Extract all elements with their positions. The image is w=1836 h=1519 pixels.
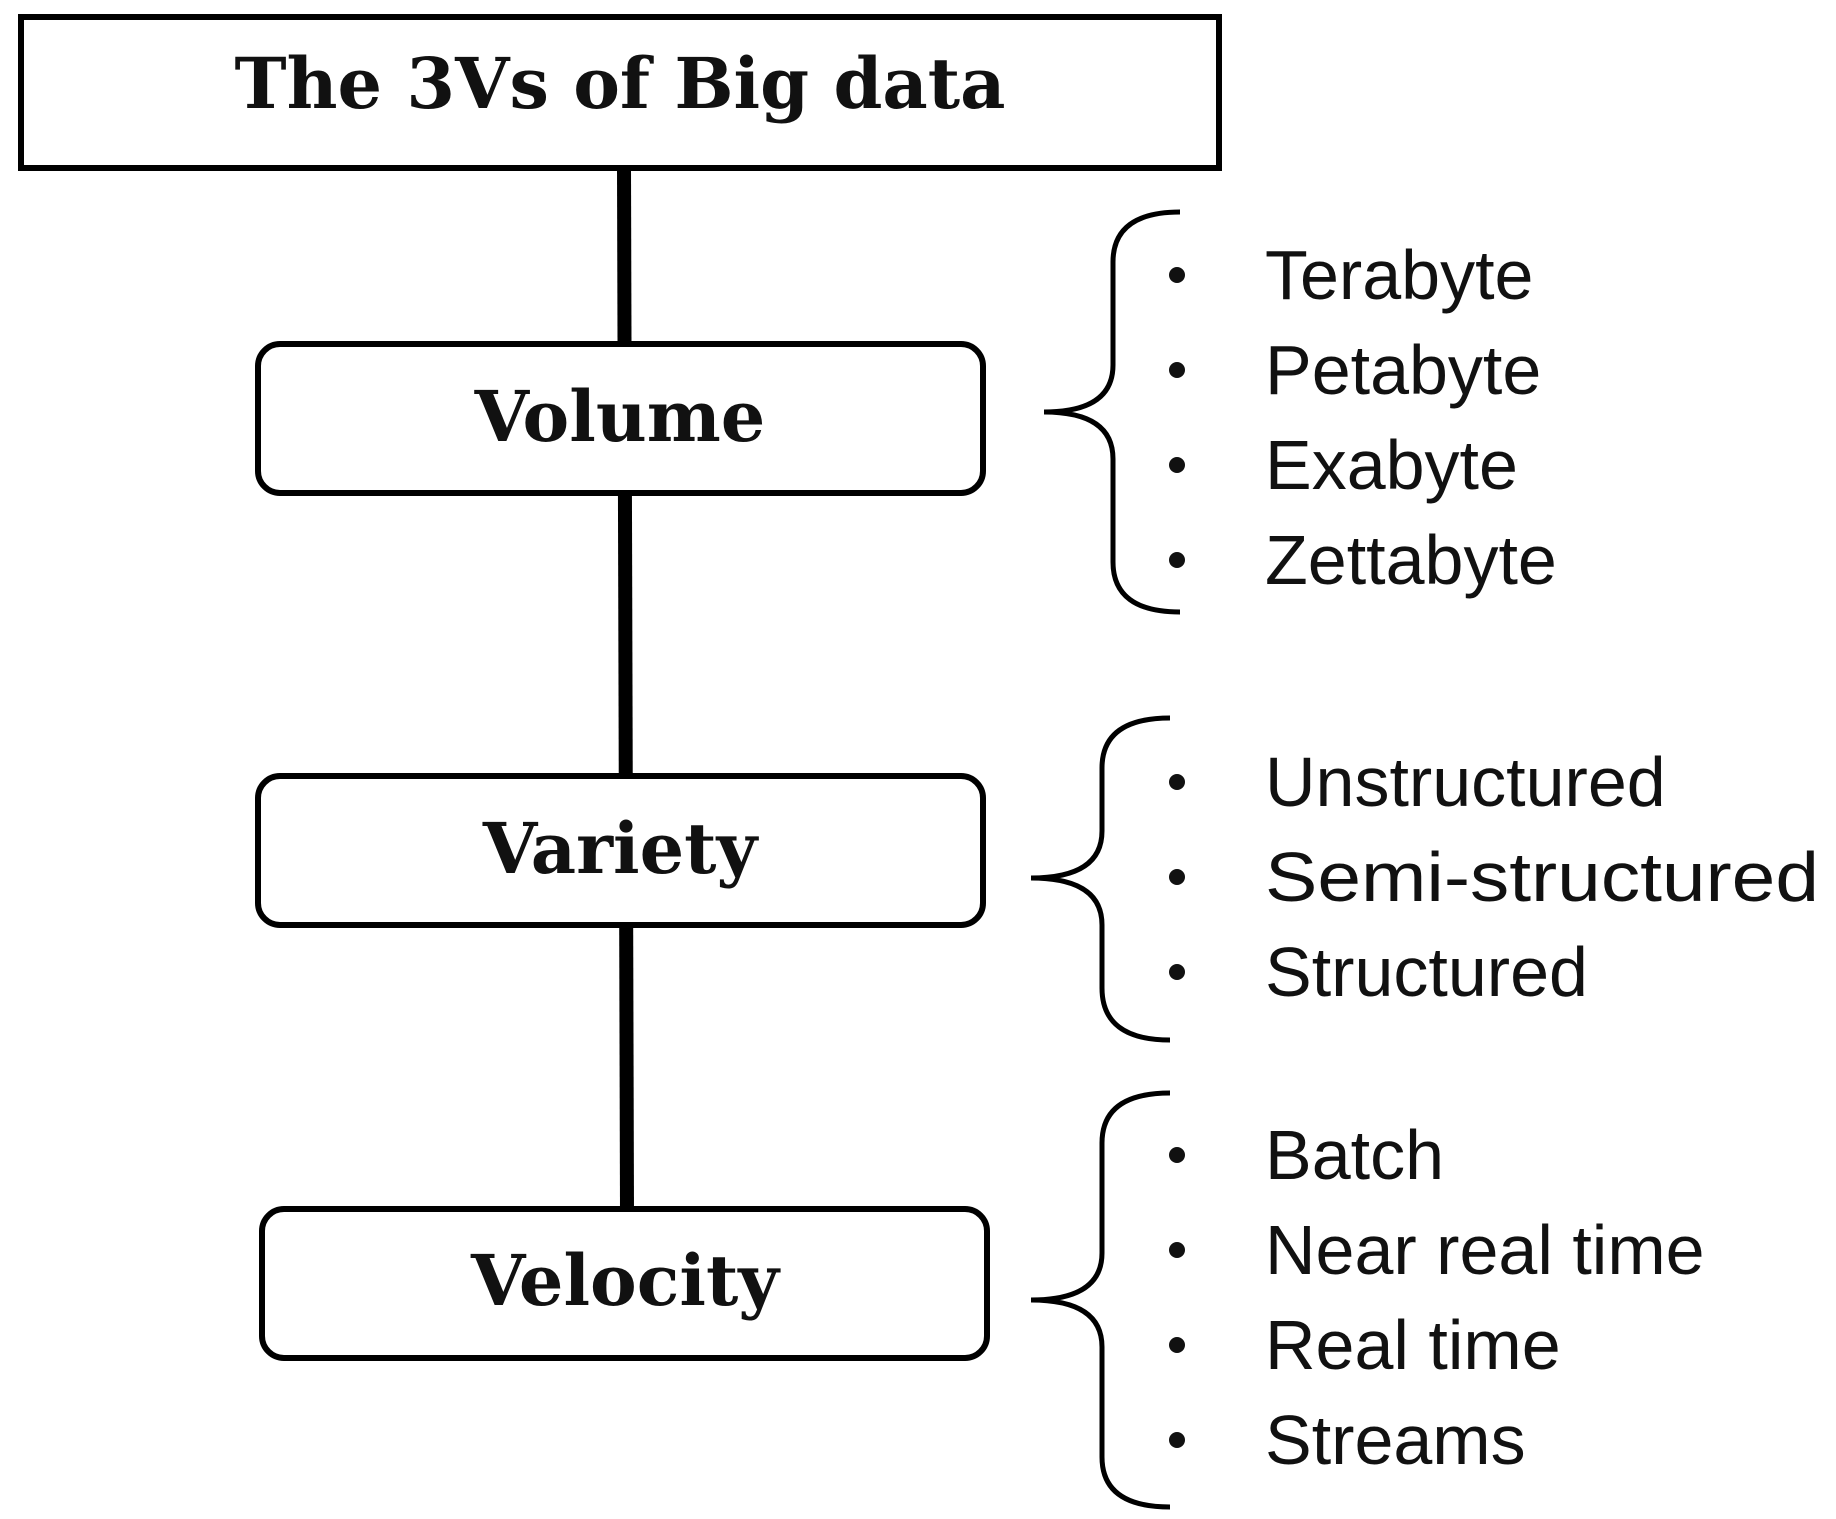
bullet-dot xyxy=(1169,869,1185,885)
velocity-item-near-real-time: Near real time xyxy=(1265,1211,1705,1289)
bullet-dot xyxy=(1169,774,1185,790)
bullet-dot xyxy=(1169,1337,1185,1353)
volume-item-terabyte: Terabyte xyxy=(1265,236,1533,314)
bullet-dot xyxy=(1169,1147,1185,1163)
variety-brace xyxy=(1030,715,1171,1043)
bullet-dot xyxy=(1169,362,1185,378)
velocity-item-batch: Batch xyxy=(1265,1116,1444,1194)
variety-items: Unstructured Semi-structured Structured xyxy=(1169,743,1819,1011)
velocity-box: Velocity xyxy=(259,1206,990,1361)
diagram-title: The 3Vs of Big data xyxy=(235,42,1006,125)
volume-item-petabyte: Petabyte xyxy=(1265,331,1541,409)
vertical-connector xyxy=(617,167,634,1213)
volume-box: Volume xyxy=(255,341,986,496)
bullet-dot xyxy=(1169,1432,1185,1448)
velocity-label: Velocity xyxy=(470,1239,781,1322)
velocity-brace xyxy=(1030,1090,1171,1510)
volume-brace xyxy=(1043,209,1181,615)
volume-item-zettabyte: Zettabyte xyxy=(1265,521,1557,599)
velocity-item-streams: Streams xyxy=(1265,1401,1526,1479)
volume-item-exabyte: Exabyte xyxy=(1265,426,1518,504)
variety-item-unstructured: Unstructured xyxy=(1265,743,1666,821)
velocity-item-real-time: Real time xyxy=(1265,1306,1561,1384)
title-box: The 3Vs of Big data xyxy=(18,14,1222,171)
variety-item-structured: Structured xyxy=(1265,933,1588,1011)
variety-label: Variety xyxy=(482,807,760,890)
volume-label: Volume xyxy=(474,375,766,458)
bullet-dot xyxy=(1169,1242,1185,1258)
volume-items: Terabyte Petabyte Exabyte Zettabyte xyxy=(1169,236,1557,599)
variety-item-semi-structured: Semi-structured xyxy=(1265,838,1819,916)
variety-box: Variety xyxy=(255,773,986,928)
velocity-items: Batch Near real time Real time Streams xyxy=(1169,1116,1705,1479)
bullet-dot xyxy=(1169,964,1185,980)
bullet-dot xyxy=(1169,552,1185,568)
bullet-dot xyxy=(1169,267,1185,283)
bullet-dot xyxy=(1169,457,1185,473)
